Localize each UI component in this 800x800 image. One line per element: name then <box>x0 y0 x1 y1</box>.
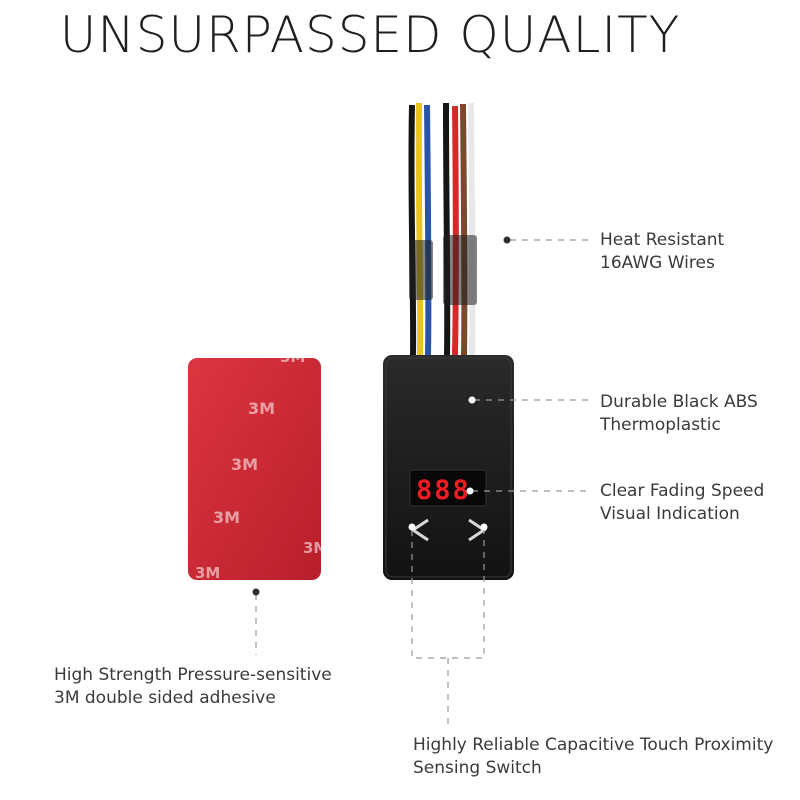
dot-adhesive <box>252 588 260 596</box>
callout-wires-line1: Heat Resistant <box>600 230 725 250</box>
callout-touch-line2: Sensing Switch <box>413 758 542 778</box>
wire-black <box>408 104 417 356</box>
dot-touch-left <box>408 523 416 531</box>
pad-mark: 3M <box>231 455 258 474</box>
pad-mark: 3M <box>213 508 240 527</box>
callout-housing-line1: Durable Black ABS <box>600 392 758 412</box>
callout-adhesive-line1: High Strength Pressure-sensitive <box>54 665 332 685</box>
callout-housing-line2: Thermoplastic <box>600 415 721 435</box>
pad-mark: 3M <box>195 564 220 582</box>
callout-wires-line2: 16AWG Wires <box>600 253 715 273</box>
wire-white <box>468 102 476 356</box>
callout-adhesive: High Strength Pressure-sensitive 3M doub… <box>54 664 332 710</box>
callout-dots <box>252 236 511 596</box>
callout-housing: Durable Black ABS Thermoplastic <box>600 391 758 437</box>
dot-display <box>466 487 474 495</box>
sleeve-1 <box>409 240 433 300</box>
callout-wires: Heat Resistant 16AWG Wires <box>600 229 724 275</box>
wire-black-2 <box>443 102 451 356</box>
pad-mark: 3M <box>248 399 275 418</box>
display-readout: 888 <box>416 475 471 506</box>
wire-red <box>452 105 459 356</box>
dot-wires <box>503 236 511 244</box>
module-housing: 888 <box>383 355 514 580</box>
callout-touch: Highly Reliable Capacitive Touch Proximi… <box>413 734 773 780</box>
callout-display-line2: Visual Indication <box>600 504 740 524</box>
callout-adhesive-line2: 3M double sided adhesive <box>54 688 276 708</box>
dot-housing <box>468 396 476 404</box>
callout-display-line1: Clear Fading Speed <box>600 481 765 501</box>
wire-yellow <box>415 102 424 356</box>
page-title: UNSURPASSED QUALITY <box>59 6 681 64</box>
callout-leaders <box>255 239 592 730</box>
display-window <box>409 469 487 507</box>
adhesive-pad: 3M 3M 3M 3M 3M 3M <box>188 348 328 582</box>
sleeve-2 <box>443 235 477 305</box>
wire-brown <box>460 103 468 356</box>
callout-touch-line1: Highly Reliable Capacitive Touch Proximi… <box>413 735 774 755</box>
leader-touch <box>411 530 485 730</box>
callout-display: Clear Fading Speed Visual Indication <box>600 480 764 526</box>
pad-mark: 3M <box>280 348 305 366</box>
wire-bundle <box>408 102 477 356</box>
pad-mark: 3M <box>303 539 328 557</box>
wire-blue <box>424 104 432 356</box>
dot-touch-right <box>480 523 488 531</box>
